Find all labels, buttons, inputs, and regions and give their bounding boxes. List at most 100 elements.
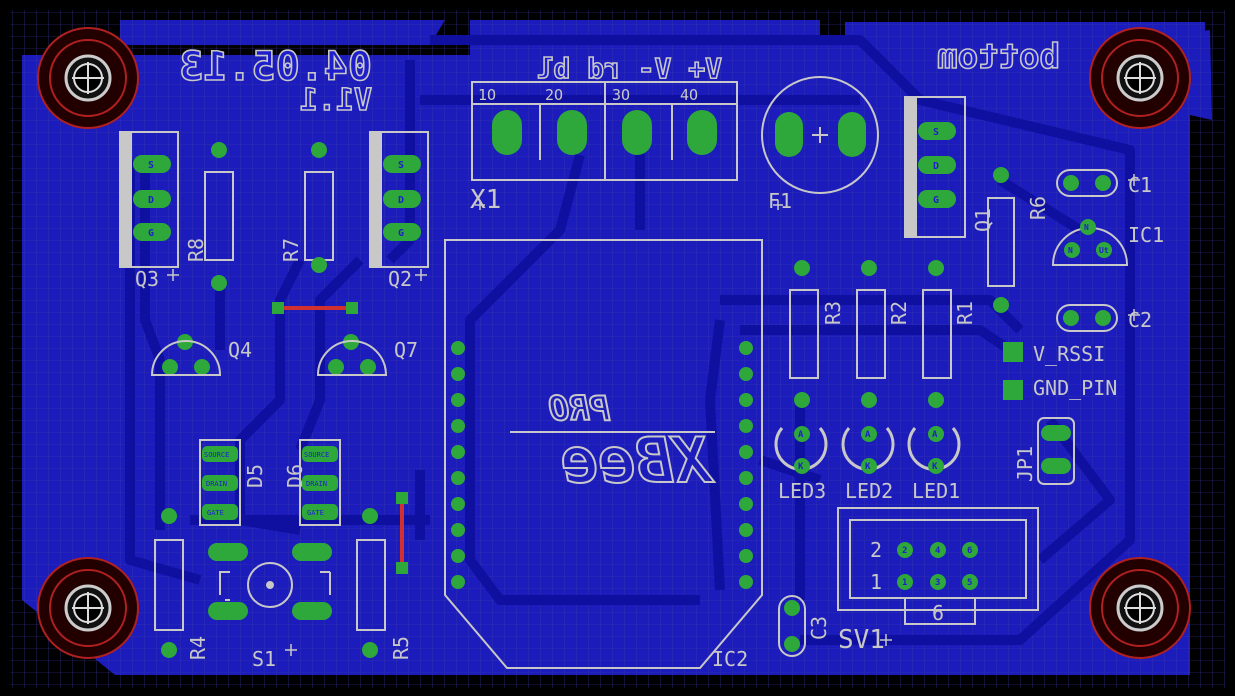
svg-text:GATE: GATE: [307, 509, 324, 517]
jumper-pads: [272, 302, 408, 574]
label-q2: Q2: [388, 267, 412, 291]
xbee-pin: [739, 575, 753, 589]
xbee-pro-text: PRO: [549, 389, 610, 429]
mosfet-pad-labels: SDG SDG SDG: [148, 127, 939, 239]
sv1-side-numbers: 2 1 6: [870, 538, 944, 625]
mounting-holes: [37, 27, 1191, 659]
smd-mosfet-pads: [202, 446, 338, 520]
label-r7: R7: [279, 238, 303, 262]
svg-text:K: K: [932, 462, 938, 472]
svg-text:S: S: [933, 127, 939, 138]
jumper-wires: [278, 306, 404, 568]
svg-text:S: S: [148, 160, 154, 171]
svg-text:D: D: [398, 195, 404, 206]
led-pad-labels: AK AK AK: [798, 430, 938, 472]
svg-text:1: 1: [870, 570, 882, 594]
svg-text:Ut: Ut: [1099, 246, 1109, 255]
svg-text:6: 6: [932, 601, 944, 625]
xbee-logo: XBee PRO: [510, 388, 716, 498]
xbee-pin: [451, 523, 465, 537]
svg-text:2: 2: [870, 538, 882, 562]
resistor-bodies: [154, 171, 1015, 631]
label-ic2: IC2: [712, 647, 748, 671]
label-q4: Q4: [228, 338, 252, 362]
xbee-pin: [451, 393, 465, 407]
svg-text:GATE: GATE: [207, 509, 224, 517]
label-s1: S1: [252, 647, 276, 671]
svg-text:D: D: [933, 161, 939, 172]
xbee-pin: [451, 497, 465, 511]
label-led3: LED3: [778, 479, 826, 503]
mosfet-pads: [133, 122, 956, 241]
label-q3: Q3: [135, 267, 159, 291]
date-text: 04.05.13: [179, 44, 372, 90]
svg-text:SOURCE: SOURCE: [204, 451, 229, 459]
xbee-brand-text: XBee: [561, 424, 715, 497]
label-sv1: SV1: [838, 625, 885, 655]
label-ic1: IC1: [1128, 223, 1164, 247]
origin-crosses: [167, 174, 1140, 656]
svg-text:2: 2: [902, 546, 907, 556]
capacitor-outlines: [778, 169, 1118, 657]
svg-text:DRAIN: DRAIN: [306, 480, 327, 488]
label-r2: R2: [887, 301, 911, 325]
svg-text:A: A: [932, 430, 938, 440]
x1-pin-label: 4O: [680, 86, 698, 104]
copper-traces: [125, 35, 1135, 645]
x1-pin-label: 1O: [478, 86, 496, 104]
label-q1: Q1: [971, 208, 995, 232]
jp1-pads: [1041, 425, 1071, 474]
label-r8: R8: [184, 238, 208, 262]
ic1-pads: [1064, 219, 1112, 258]
smd-mosfet-outlines: [199, 439, 341, 526]
label-led1: LED1: [912, 479, 960, 503]
xbee-pin: [451, 419, 465, 433]
xbee-pin: [739, 341, 753, 355]
label-r3: R3: [821, 301, 845, 325]
xbee-pin: [451, 549, 465, 563]
svg-text:1: 1: [902, 578, 907, 588]
label-r5: R5: [389, 636, 413, 660]
xbee-pin: [739, 549, 753, 563]
x1-pin-label: 2O: [545, 86, 563, 104]
f1-fuse-outline: [761, 76, 879, 194]
svg-text:G: G: [933, 195, 939, 206]
bottom-layer-text: bottom: [937, 37, 1060, 77]
xbee-pin: [451, 575, 465, 589]
xbee-pins: [451, 341, 753, 589]
xbee-pin: [739, 523, 753, 537]
f1-center-mark: [812, 127, 828, 143]
xbee-pin: [739, 445, 753, 459]
svg-text:G: G: [148, 228, 154, 239]
xbee-pin: [739, 367, 753, 381]
label-d5: D5: [243, 464, 267, 488]
svg-text:G: G: [398, 228, 404, 239]
test-point-pads: [1003, 342, 1023, 400]
version-text: V1.1: [300, 83, 372, 118]
svg-text:4: 4: [935, 546, 941, 556]
x1-pads: [492, 110, 717, 155]
svg-text:D: D: [148, 195, 154, 206]
switch-s1: [219, 562, 331, 608]
through-hole-pads: [161, 142, 1009, 658]
to92-outlines: [150, 340, 388, 376]
x1-pin-label: 3O: [612, 86, 630, 104]
switch-pads: [208, 543, 332, 620]
xbee-pin: [451, 445, 465, 459]
svg-text:A: A: [865, 430, 871, 440]
xbee-pin: [739, 471, 753, 485]
svg-text:A: A: [798, 430, 804, 440]
label-c1: C1: [1128, 173, 1152, 197]
sv1-header-outline: [837, 507, 1039, 625]
svg-text:5: 5: [967, 578, 972, 588]
svg-text:N: N: [1084, 223, 1089, 232]
capacitor-pads: [1063, 175, 1111, 326]
header-pinout-text: V+ V- rd bl: [537, 52, 722, 85]
xbee-module-outline: [444, 239, 763, 669]
svg-text:SOURCE: SOURCE: [304, 451, 329, 459]
